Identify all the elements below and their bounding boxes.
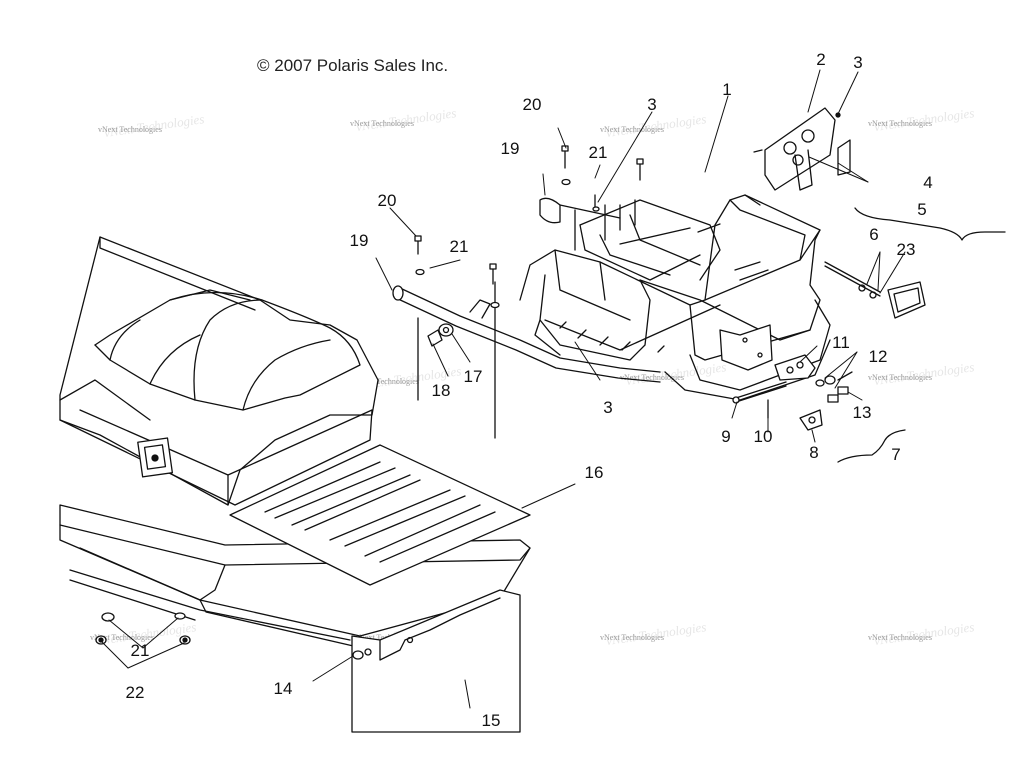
callout-19: 19 <box>350 231 369 250</box>
watermark-text: vNext Technologies <box>600 633 664 642</box>
callout-19: 19 <box>501 139 520 158</box>
callout-21: 21 <box>589 143 608 162</box>
mud-flap <box>351 589 521 733</box>
floor-pad <box>229 444 531 586</box>
callout-13: 13 <box>853 403 872 422</box>
callout-5: 5 <box>917 200 926 219</box>
callout-23: 23 <box>897 240 916 259</box>
callout-6: 6 <box>869 225 878 244</box>
callout-15: 15 <box>482 711 501 730</box>
watermark-text: vNext Technologies <box>868 633 932 642</box>
side-rail <box>392 281 661 439</box>
watermark-text: vNext Technologies <box>98 125 162 134</box>
callout-20: 20 <box>523 95 542 114</box>
callout-1: 1 <box>722 80 731 99</box>
watermark-text: vNext Technologies <box>600 125 664 134</box>
callout-3: 3 <box>603 398 612 417</box>
watermark-text: vNext Technologies <box>868 373 932 382</box>
bolt-group <box>414 145 644 309</box>
callout-11: 11 <box>832 333 850 352</box>
callout-7: 7 <box>891 445 900 464</box>
plate-bracket <box>753 107 851 191</box>
callout-21: 21 <box>131 641 150 660</box>
callout-20: 20 <box>378 191 397 210</box>
watermark-text: vNext Technologies <box>620 373 684 382</box>
callout-22: 22 <box>126 683 145 702</box>
callout-8: 8 <box>809 443 818 462</box>
leader-lines <box>101 69 906 709</box>
watermark-text: vNext Technologies <box>90 633 154 642</box>
callout-12: 12 <box>869 347 888 366</box>
tail-light <box>824 207 1006 319</box>
callout-9: 9 <box>721 427 730 446</box>
callout-10: 10 <box>754 427 773 446</box>
callout-3: 3 <box>647 95 656 114</box>
watermark-text: vNext Technologies <box>350 119 414 128</box>
callout-21: 21 <box>450 237 469 256</box>
watermark-text: vNext Technologies <box>355 377 419 386</box>
callout-14: 14 <box>274 679 293 698</box>
callout-3: 3 <box>853 53 862 72</box>
rear-rack <box>519 194 831 401</box>
callout-4: 4 <box>923 173 932 192</box>
callout-17: 17 <box>464 367 483 386</box>
lower-fasteners <box>95 612 364 660</box>
callout-2: 2 <box>816 50 825 69</box>
callout-18: 18 <box>432 381 451 400</box>
copyright-notice: © 2007 Polaris Sales Inc. <box>257 56 449 75</box>
watermark-text: vNext Technologies <box>868 119 932 128</box>
seat-assembly <box>59 236 379 506</box>
callout-16: 16 <box>585 463 604 482</box>
hitch-assembly <box>732 354 906 463</box>
